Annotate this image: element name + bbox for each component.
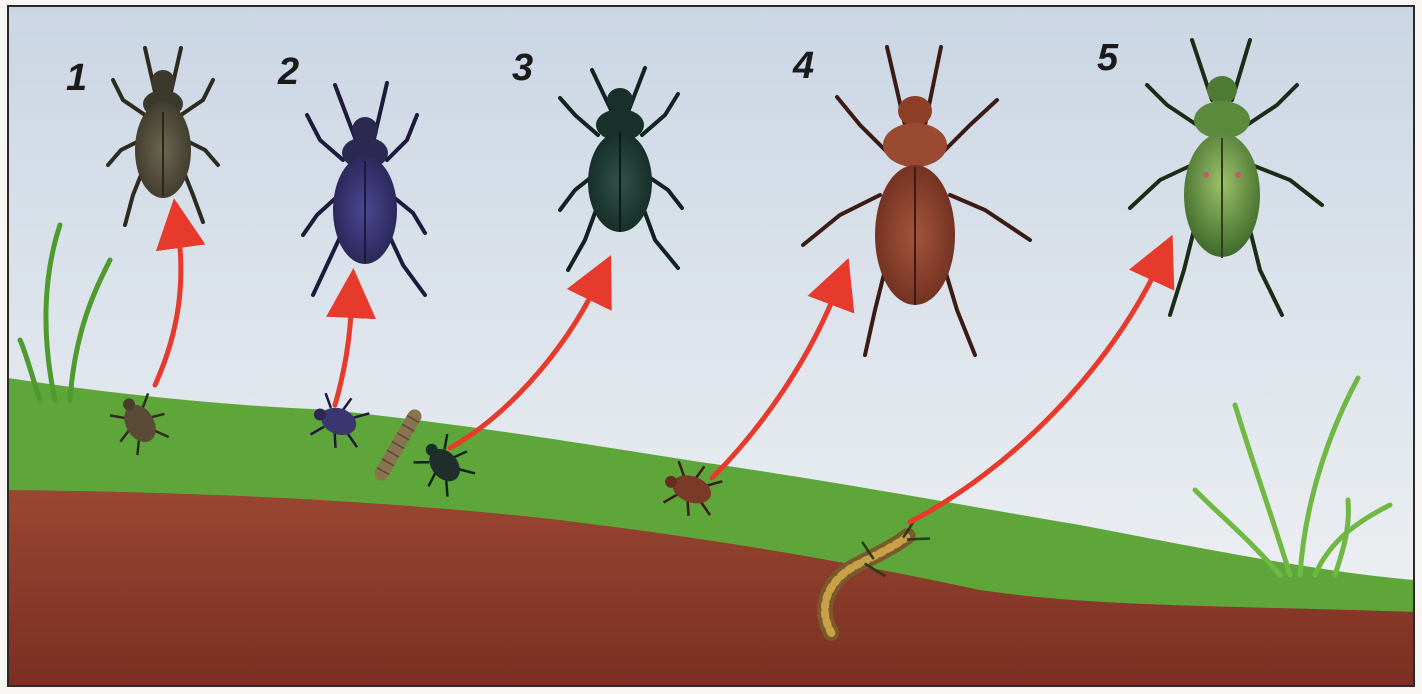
number-label-4: 4	[792, 45, 814, 87]
number-label-5: 5	[1097, 37, 1119, 79]
number-label-1: 1	[66, 57, 87, 99]
number-label-3: 3	[512, 47, 533, 89]
number-label-2: 2	[277, 51, 299, 93]
